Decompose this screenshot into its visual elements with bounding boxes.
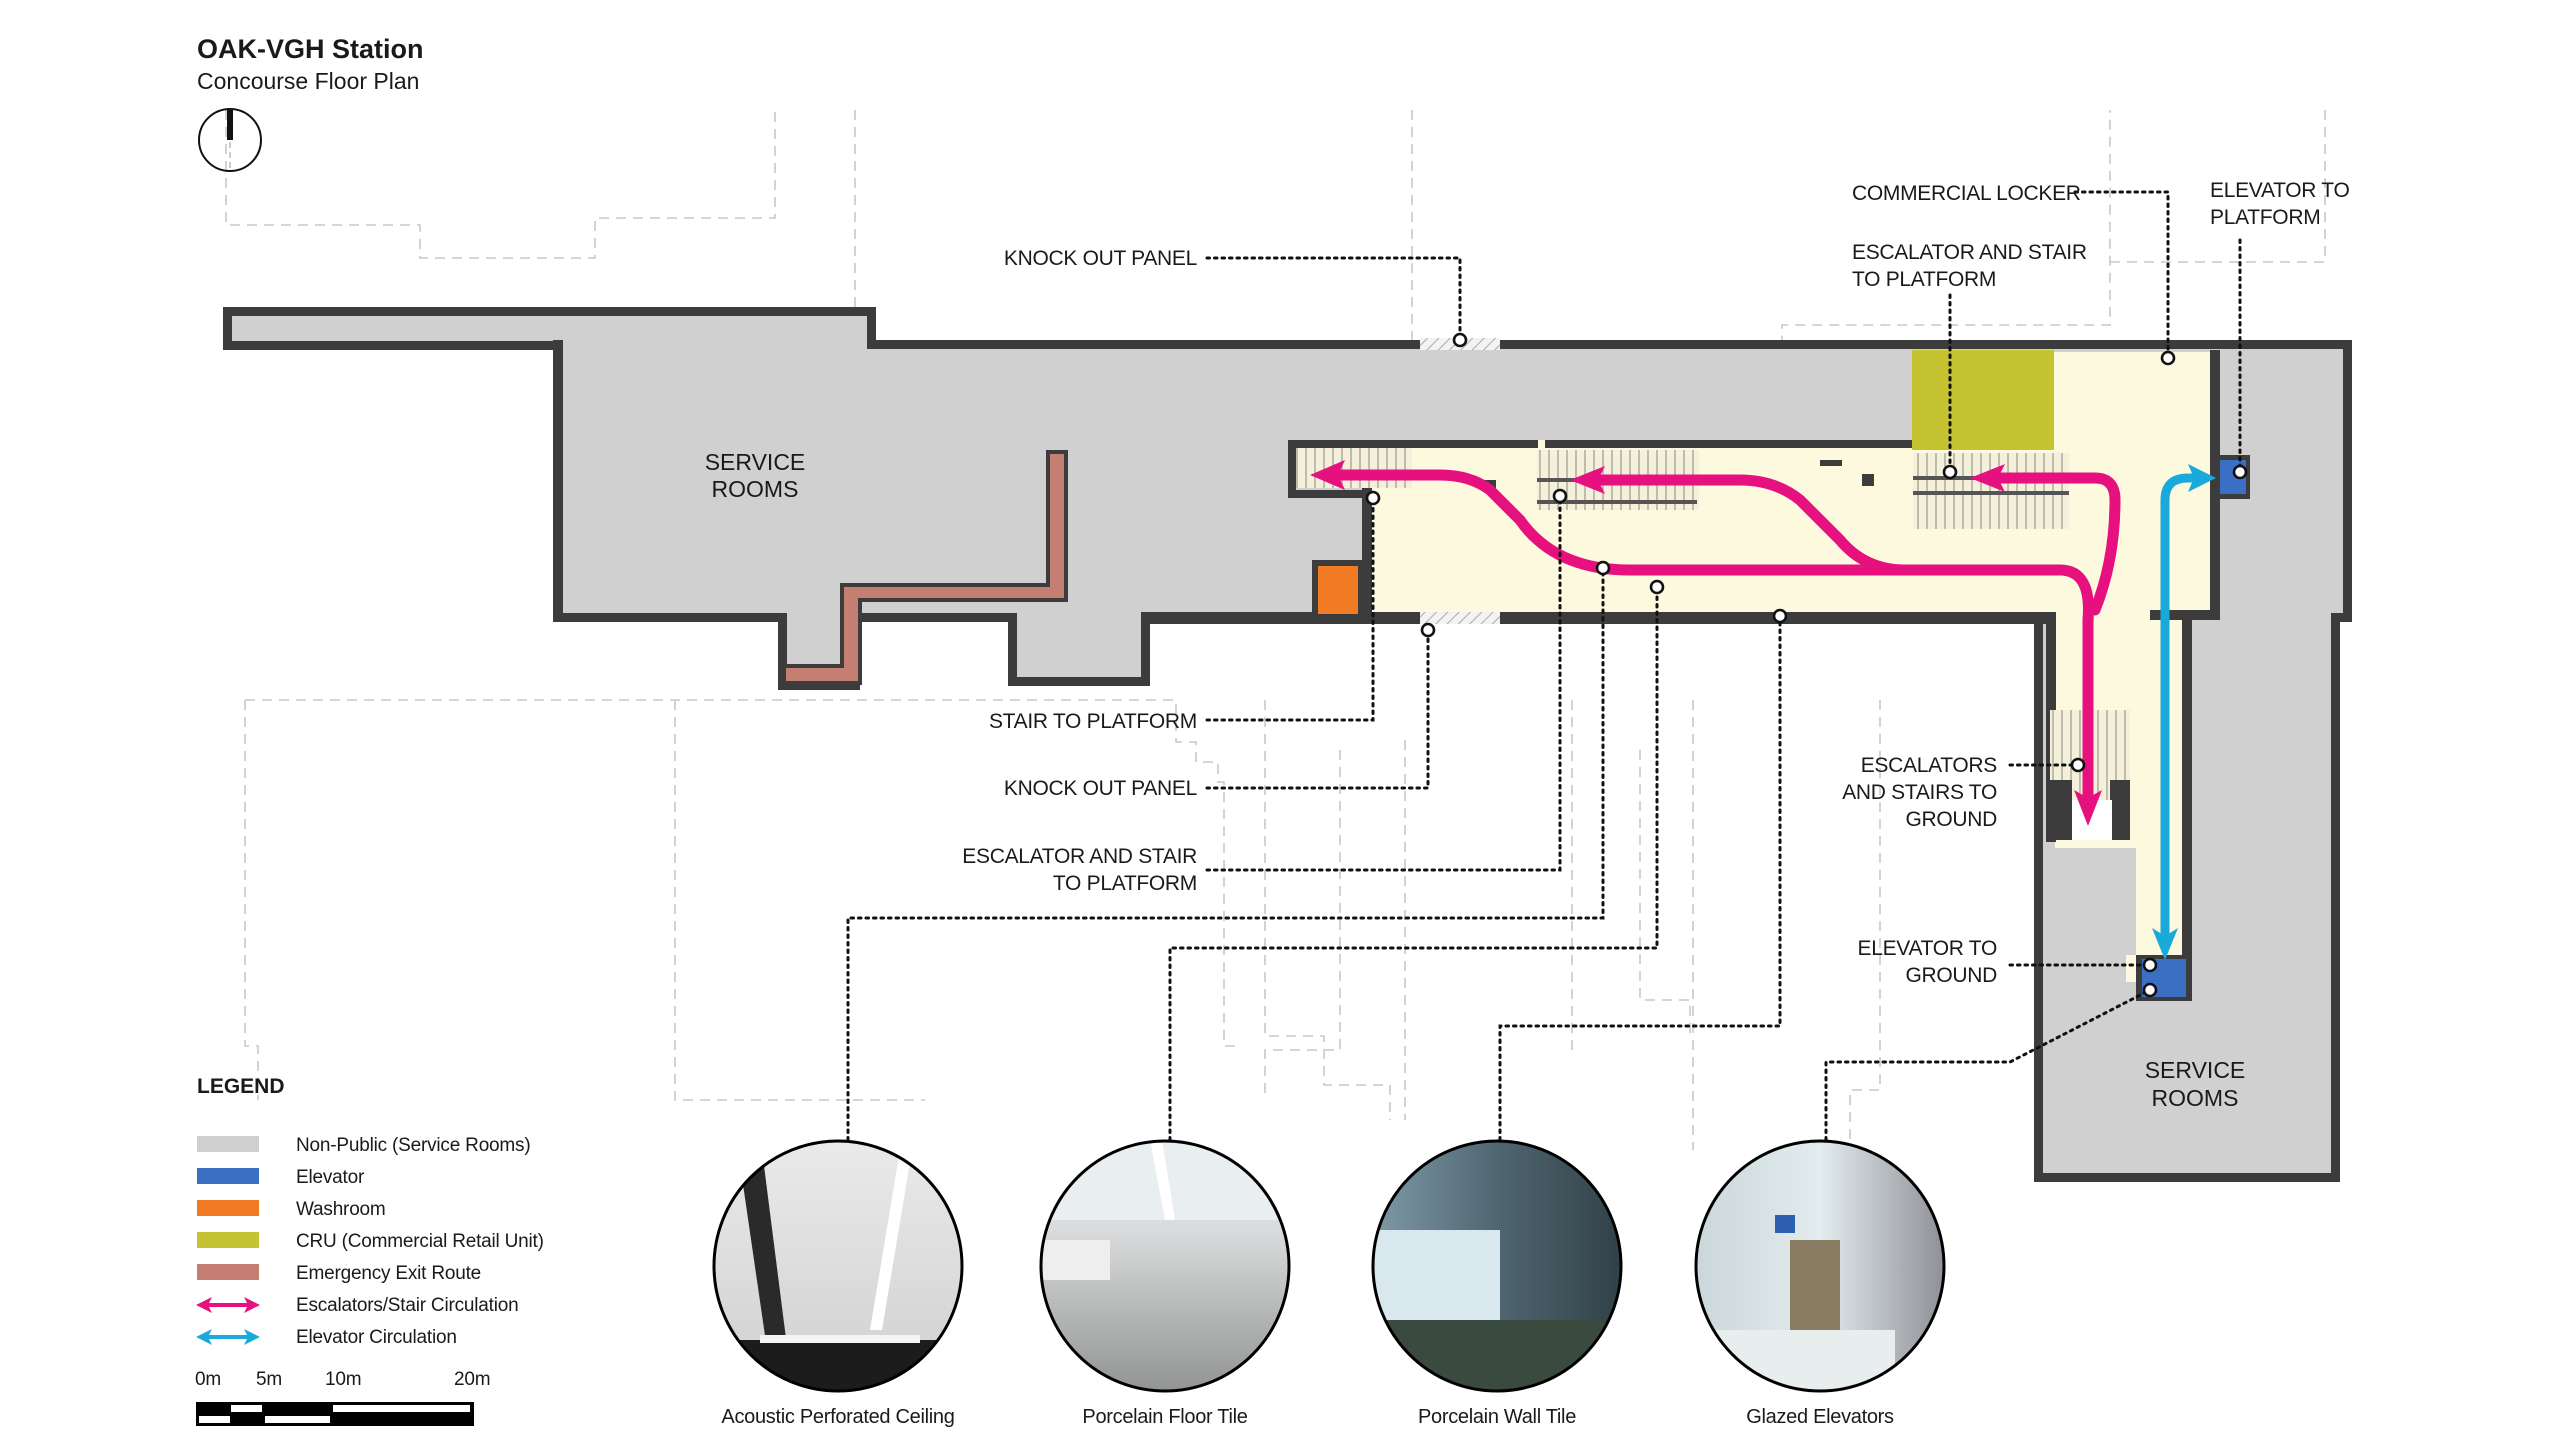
legend-swatch-washroom xyxy=(197,1200,259,1216)
emergency-exit-route xyxy=(782,450,1068,685)
material-photo-floor-tile xyxy=(1039,1139,1291,1393)
label-escalator-stair-platform-top-2: TO PLATFORM xyxy=(1852,268,1996,291)
room-label-service-east-2: ROOMS xyxy=(2152,1085,2239,1111)
scale-tick-0: 0m xyxy=(195,1369,221,1390)
material-photo-wall-tile xyxy=(1371,1139,1623,1393)
scale-tick-5: 5m xyxy=(256,1369,282,1390)
legend-swatch-elevator xyxy=(197,1168,259,1184)
stair-to-platform xyxy=(1296,448,1412,488)
legend-label: Elevator Circulation xyxy=(296,1327,457,1348)
label-escalator-stair-platform-bottom-2: TO PLATFORM xyxy=(1053,872,1197,895)
label-escalator-stair-platform-bottom: ESCALATOR AND STAIR xyxy=(962,845,1197,868)
callout-markers xyxy=(1365,332,2248,998)
material-caption-elevators: Glazed Elevators xyxy=(1746,1406,1894,1428)
room-label-service-east: SERVICE xyxy=(2145,1057,2246,1083)
legend-swatch-exit-route xyxy=(197,1264,259,1280)
north-arrow-icon xyxy=(198,108,262,172)
legend-label: Non-Public (Service Rooms) xyxy=(296,1135,530,1156)
material-caption-ceiling: Acoustic Perforated Ceiling xyxy=(721,1406,954,1428)
washroom xyxy=(1318,566,1358,614)
label-stair-to-platform: STAIR TO PLATFORM xyxy=(989,710,1197,733)
scale-bar: 0m 5m 10m 20m xyxy=(195,1369,491,1426)
scale-tick-10: 10m xyxy=(325,1369,361,1390)
label-escalators-to-ground-2: AND STAIRS TO xyxy=(1842,781,1997,804)
legend-label: Elevator xyxy=(296,1167,365,1188)
legend-arrow-elevator-icon xyxy=(196,1329,260,1345)
label-elevator-to-ground-2: GROUND xyxy=(1905,964,1997,987)
cru-commercial-retail-unit xyxy=(1912,350,2054,450)
label-elevator-to-ground: ELEVATOR TO xyxy=(1858,937,1997,960)
arrow-head-west-escalator xyxy=(1570,466,1605,494)
label-elevator-to-platform: ELEVATOR TO xyxy=(2210,179,2349,202)
context-outline-lines xyxy=(225,110,2326,1150)
legend-swatch-non-public xyxy=(197,1136,259,1152)
legend-items: Non-Public (Service Rooms) Elevator Wash… xyxy=(196,1135,544,1348)
callout-labels: KNOCK OUT PANEL COMMERCIAL LOCKER ESCALA… xyxy=(962,179,2349,987)
label-elevator-to-platform-2: PLATFORM xyxy=(2210,206,2320,229)
label-commercial-locker: COMMERCIAL LOCKER xyxy=(1852,182,2081,205)
material-photo-acoustic-ceiling xyxy=(712,1139,964,1393)
arrow-head-ground xyxy=(2074,790,2102,826)
room-label-service-west: SERVICE xyxy=(705,449,806,475)
material-photo-glazed-elevators xyxy=(1694,1139,1946,1393)
label-knock-out-panel-bottom: KNOCK OUT PANEL xyxy=(1004,777,1197,800)
legend-label: Escalators/Stair Circulation xyxy=(296,1295,518,1316)
arrow-head-east-escalator xyxy=(1970,464,2005,492)
label-escalators-to-ground-3: GROUND xyxy=(1905,808,1997,831)
arrow-head-west-stair xyxy=(1310,460,1345,490)
page-title: OAK-VGH Station xyxy=(197,34,424,64)
label-escalators-to-ground: ESCALATORS xyxy=(1861,754,1998,777)
callout-leaders xyxy=(846,190,2242,1142)
legend-label: Washroom xyxy=(296,1199,386,1220)
legend-label: CRU (Commercial Retail Unit) xyxy=(296,1231,544,1252)
page-subtitle: Concourse Floor Plan xyxy=(197,68,419,94)
material-caption-wall: Porcelain Wall Tile xyxy=(1418,1406,1576,1428)
scale-tick-20: 20m xyxy=(454,1369,490,1390)
room-label-service-west-2: ROOMS xyxy=(712,476,799,502)
legend-title: LEGEND xyxy=(197,1075,285,1098)
knock-out-panel-bottom xyxy=(1420,612,1500,624)
label-escalator-stair-platform-top: ESCALATOR AND STAIR xyxy=(1852,241,2087,264)
legend-arrow-escalator-icon xyxy=(196,1297,260,1313)
elevator-circulation xyxy=(2152,464,2216,960)
material-caption-floor: Porcelain Floor Tile xyxy=(1082,1406,1247,1428)
legend-label: Emergency Exit Route xyxy=(296,1263,481,1284)
legend-swatch-cru xyxy=(197,1232,259,1248)
label-knock-out-panel-top: KNOCK OUT PANEL xyxy=(1004,247,1197,270)
